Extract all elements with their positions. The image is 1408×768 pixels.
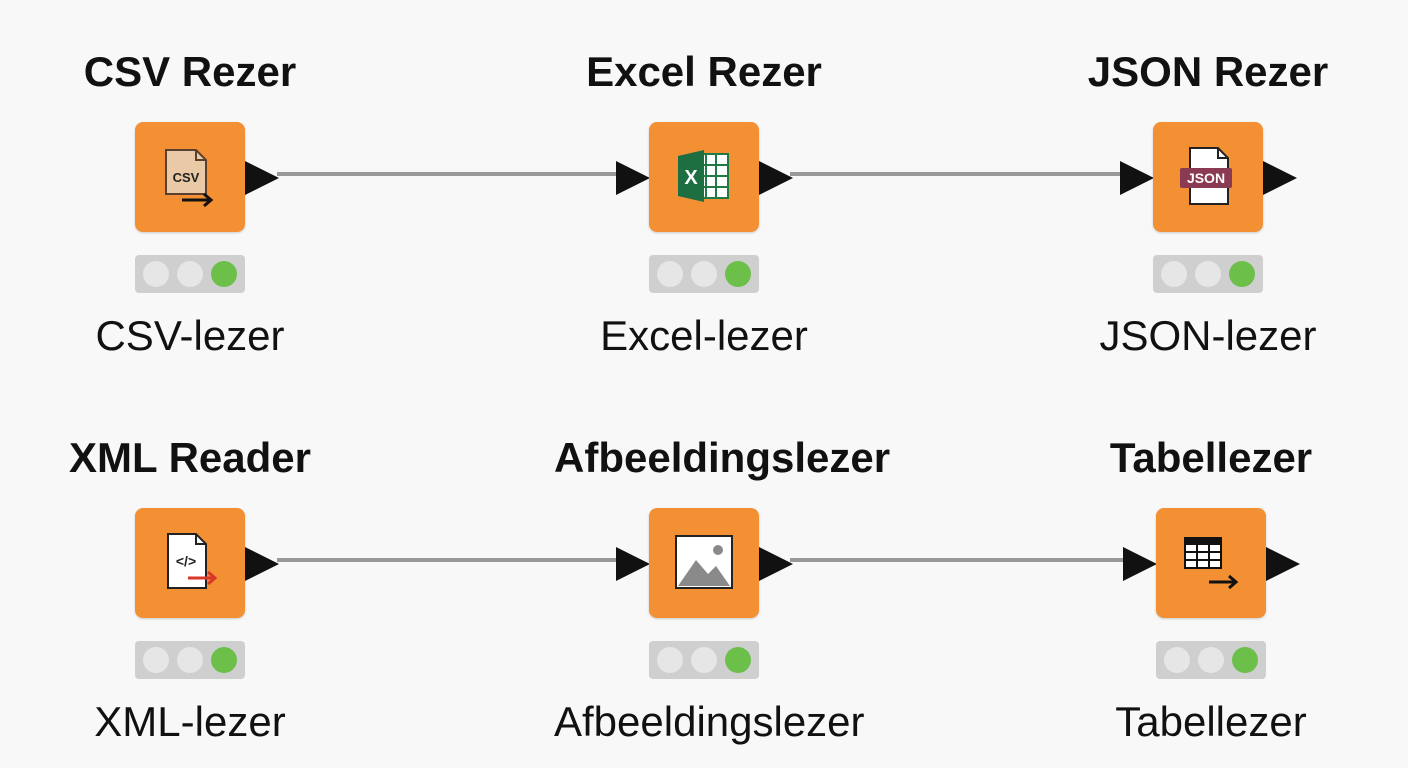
node-label[interactable]: CSV-lezer bbox=[95, 312, 285, 359]
output-port[interactable] bbox=[759, 161, 793, 195]
input-port[interactable] bbox=[1120, 161, 1154, 195]
status-indicator bbox=[649, 641, 759, 679]
table-reader-icon bbox=[1184, 537, 1239, 590]
node-label[interactable]: XML-lezer bbox=[94, 698, 286, 745]
status-light-inactive bbox=[657, 647, 683, 673]
node-label[interactable]: JSON-lezer bbox=[1099, 312, 1317, 359]
status-indicator bbox=[1156, 641, 1266, 679]
status-indicator bbox=[135, 255, 245, 293]
input-port[interactable] bbox=[1123, 547, 1157, 581]
status-light-inactive bbox=[1195, 261, 1221, 287]
node-title[interactable]: JSON Rezer bbox=[1087, 48, 1329, 95]
node-label[interactable]: Tabellezer bbox=[1115, 698, 1307, 745]
input-port[interactable] bbox=[616, 161, 650, 195]
node-body[interactable] bbox=[649, 508, 759, 618]
status-light-inactive bbox=[691, 647, 717, 673]
status-light-inactive bbox=[143, 261, 169, 287]
status-light-inactive bbox=[1164, 647, 1190, 673]
input-port[interactable] bbox=[616, 547, 650, 581]
status-light-inactive bbox=[657, 261, 683, 287]
status-light-executed bbox=[211, 261, 237, 287]
node-xml-reader[interactable]: XML Reader </> XML-lezer bbox=[40, 434, 340, 754]
excel-reader-icon: X bbox=[678, 150, 729, 202]
status-light-inactive bbox=[1198, 647, 1224, 673]
node-label[interactable]: Afbeeldingslezer bbox=[554, 698, 865, 745]
status-light-executed bbox=[725, 261, 751, 287]
status-indicator bbox=[135, 641, 245, 679]
output-port[interactable] bbox=[1266, 547, 1300, 581]
node-body[interactable] bbox=[1156, 508, 1266, 618]
json-reader-icon: JSON bbox=[1180, 147, 1232, 205]
status-light-inactive bbox=[177, 261, 203, 287]
output-port[interactable] bbox=[1263, 161, 1297, 195]
node-table-reader[interactable]: Tabellezer Tabellezer bbox=[1061, 434, 1361, 754]
node-body[interactable]: CSV bbox=[135, 122, 245, 232]
status-light-inactive bbox=[143, 647, 169, 673]
status-light-inactive bbox=[177, 647, 203, 673]
status-light-executed bbox=[1229, 261, 1255, 287]
output-port[interactable] bbox=[759, 547, 793, 581]
node-body[interactable]: </> bbox=[135, 508, 245, 618]
status-light-executed bbox=[725, 647, 751, 673]
node-body[interactable]: JSON bbox=[1153, 122, 1263, 232]
status-light-executed bbox=[1232, 647, 1258, 673]
node-title[interactable]: Tabellezer bbox=[1109, 434, 1313, 481]
excel-icon-text: X bbox=[684, 167, 698, 189]
xml-reader-icon: </> bbox=[167, 533, 218, 589]
xml-icon-text: </> bbox=[176, 553, 196, 569]
status-light-executed bbox=[211, 647, 237, 673]
node-image-reader[interactable]: Afbeeldingslezer Afbeeldingslezer bbox=[554, 434, 891, 754]
node-json-reader[interactable]: JSON Rezer JSON JSON-lezer bbox=[1058, 48, 1358, 368]
node-title[interactable]: XML Reader bbox=[69, 434, 311, 481]
node-label[interactable]: Excel-lezer bbox=[600, 312, 808, 359]
output-port[interactable] bbox=[245, 547, 279, 581]
node-csv-reader[interactable]: CSV Rezer CSV CSV-lezer bbox=[40, 48, 340, 368]
node-excel-reader[interactable]: Excel Rezer X Excel-lezer bbox=[554, 48, 854, 368]
status-light-inactive bbox=[691, 261, 717, 287]
node-title[interactable]: Excel Rezer bbox=[586, 48, 822, 95]
output-port[interactable] bbox=[245, 161, 279, 195]
node-title[interactable]: Afbeeldingslezer bbox=[554, 434, 891, 481]
csv-reader-icon: CSV bbox=[165, 149, 214, 208]
csv-icon-text: CSV bbox=[173, 170, 200, 185]
json-icon-text: JSON bbox=[1187, 170, 1225, 186]
status-indicator bbox=[649, 255, 759, 293]
node-body[interactable]: X bbox=[649, 122, 759, 232]
image-reader-icon bbox=[675, 535, 733, 589]
node-title[interactable]: CSV Rezer bbox=[83, 48, 297, 95]
status-light-inactive bbox=[1161, 261, 1187, 287]
status-indicator bbox=[1153, 255, 1263, 293]
